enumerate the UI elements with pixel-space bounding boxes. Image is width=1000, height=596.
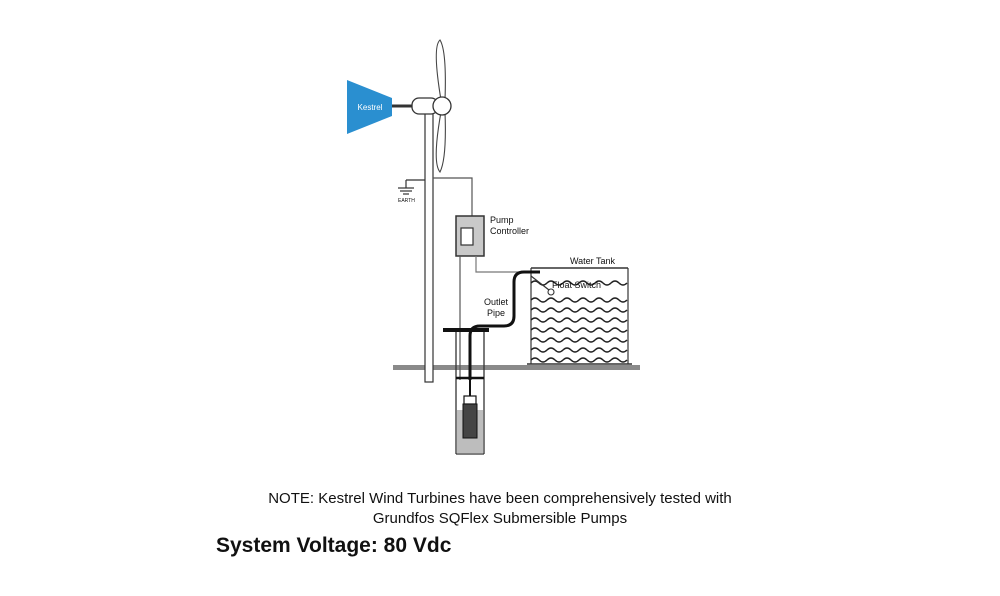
note-line-1: NOTE: Kestrel Wind Turbines have been co… [268, 490, 732, 507]
submersible-pump [462, 380, 478, 439]
outlet-pipe-label-line2: Pipe [487, 308, 505, 318]
pump-controller-label-line1: Pump [490, 215, 514, 225]
ground-line [393, 365, 640, 370]
tower-cable [433, 177, 473, 216]
outlet-pipe-label-line1: Outlet [484, 297, 509, 307]
kestrel-logo-text: Kestrel [358, 103, 383, 112]
turbine-blades [435, 39, 446, 173]
float-switch-label: Float Switch [552, 280, 601, 290]
water-tank [527, 267, 632, 365]
float-switch [530, 275, 555, 296]
note-line-2: Grundfos SQFlex Submersible Pumps [372, 510, 628, 527]
earth-ground-symbol [398, 179, 425, 195]
pump-controller-box [455, 215, 485, 257]
pump-controller-label-line2: Controller [490, 226, 529, 236]
earth-label: EARTH [398, 198, 415, 204]
turbine-nacelle [390, 96, 452, 116]
float-switch-cable [475, 256, 531, 273]
kestrel-tail-vane-logo: Kestrel [347, 80, 392, 134]
system-voltage-heading: System Voltage: 80 Vdc [216, 534, 452, 557]
turbine-tower [424, 109, 434, 383]
water-tank-label: Water Tank [570, 256, 616, 266]
